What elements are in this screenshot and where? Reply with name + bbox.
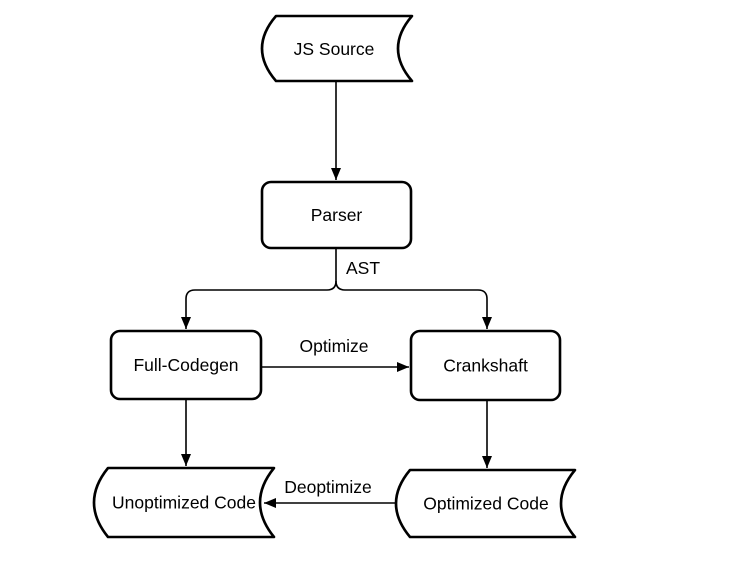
edge-label-deoptimize: Deoptimize — [284, 477, 372, 497]
node-unoptimized-code: Unoptimized Code — [92, 466, 276, 539]
node-label: Optimized Code — [423, 494, 548, 514]
node-label: Crankshaft — [443, 356, 528, 376]
node-label: Full-Codegen — [133, 355, 238, 375]
edge-label-ast: AST — [346, 258, 380, 278]
stored-data-shape — [394, 468, 577, 539]
node-full-codegen: Full-Codegen — [109, 329, 263, 401]
stored-data-shape — [92, 466, 276, 539]
node-parser: Parser — [260, 180, 413, 250]
edges — [181, 81, 492, 508]
edge-parser-to-crankshaft — [335, 280, 492, 329]
rounded-rect-shape — [260, 180, 413, 250]
node-crankshaft: Crankshaft — [409, 329, 562, 402]
node-label: Parser — [311, 205, 363, 225]
edge-label-optimize: Optimize — [299, 336, 368, 356]
node-label: JS Source — [294, 39, 375, 59]
node-optimized-code: Optimized Code — [394, 468, 577, 539]
edge-parser-to-full-codegen — [181, 248, 337, 329]
rounded-rect-shape — [409, 329, 562, 402]
node-js-source: JS Source — [260, 14, 414, 83]
rounded-rect-shape — [109, 329, 263, 401]
stored-data-shape — [260, 14, 414, 83]
node-label: Unoptimized Code — [112, 493, 256, 513]
